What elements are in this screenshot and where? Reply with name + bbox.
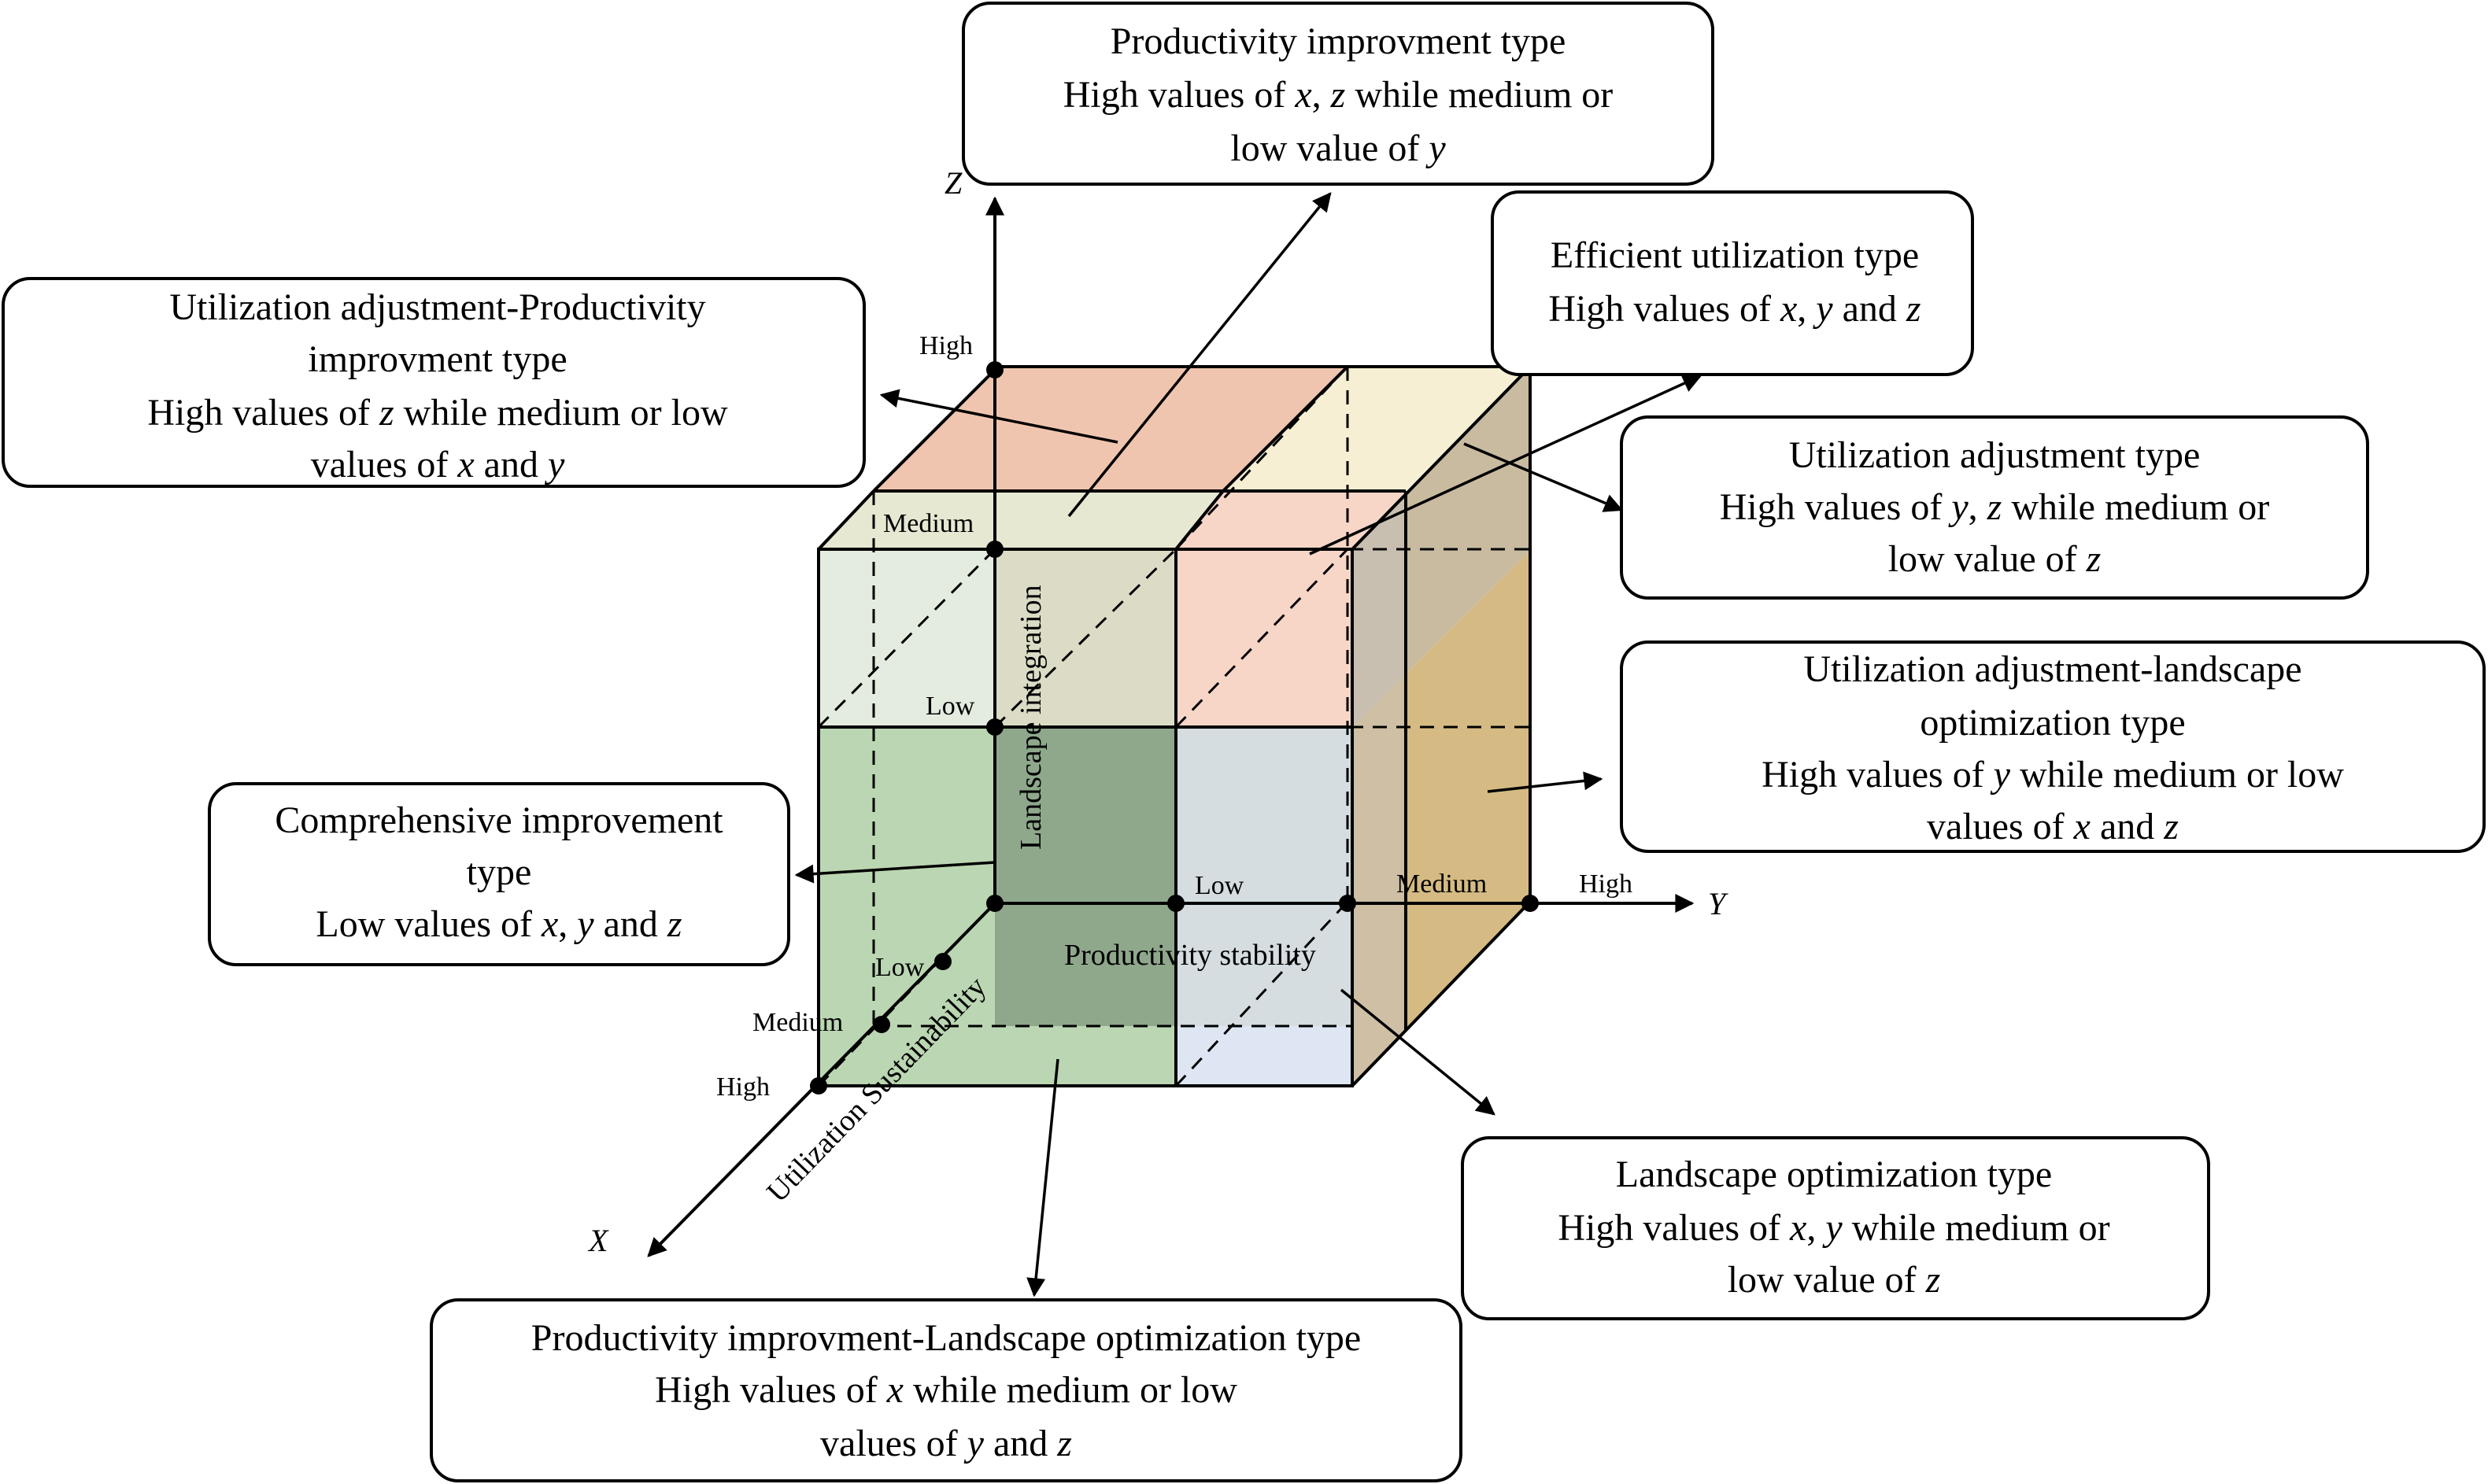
right-face-slab [1352, 491, 1406, 1086]
front-face-lower-right [1176, 727, 1352, 1026]
box-line: improvment type [308, 338, 567, 380]
z-medium-point [986, 541, 1004, 558]
x-high-point [810, 1077, 827, 1095]
top-face-back-right [1223, 367, 1530, 491]
cube [817, 365, 1532, 1087]
y-axis-name: Y [1708, 886, 1728, 921]
box-line: values of x and y [311, 444, 565, 485]
box-title: Productivity improvment-Landscape optimi… [531, 1317, 1361, 1359]
x-axis-name: X [587, 1223, 609, 1258]
arrow-util-land [1487, 771, 1603, 793]
arrow-comprehensive [794, 861, 996, 884]
front-face-lower-right-bottom [1176, 1026, 1352, 1086]
x-low-point [934, 953, 952, 970]
z-low-label: Low [926, 692, 975, 721]
box-productivity-improvement: Productivity improvment type High values… [962, 2, 1714, 186]
y-medium-point [1339, 895, 1356, 912]
y-medium-label: Medium [1396, 869, 1487, 899]
z-axis-title: Landscape integration [1015, 585, 1048, 850]
y-low-label: Low [1195, 871, 1244, 900]
axis-points [810, 361, 1539, 1095]
box-utilization-productivity: Utilization adjustment-Productivity impr… [2, 277, 866, 488]
box-title: Landscape optimization type [1616, 1154, 2052, 1195]
arrow-prod-land [1026, 1058, 1059, 1298]
top-face-back-left [874, 367, 1348, 491]
arrow-util-prod [879, 389, 1118, 444]
x-medium-label: Medium [752, 1008, 843, 1037]
box-line: High values of y while medium or low [1762, 754, 2344, 796]
box-landscape-optimization: Landscape optimization type High values … [1461, 1136, 2210, 1320]
box-line: High values of y, z while medium or [1720, 486, 2270, 528]
box-line: type [467, 851, 532, 893]
box-line: High values of z while medium or low [147, 392, 728, 434]
box-line: low value of z [1728, 1259, 1941, 1301]
box-line: High values of x, z while medium or [1063, 74, 1614, 116]
z-high-label: High [919, 331, 973, 360]
z-axis-name: Z [945, 165, 963, 201]
top-face-front-left [819, 491, 1223, 549]
box-line: High values of x while medium or low [655, 1369, 1237, 1411]
box-line: low value of y [1230, 127, 1446, 169]
leader-arrows [794, 192, 1702, 1298]
front-face-lower-left [819, 727, 995, 1086]
z-high-point [986, 361, 1004, 378]
z-low-point [986, 718, 1004, 736]
box-line: High values of x, y and z [1548, 288, 1921, 330]
box-productivity-landscape: Productivity improvment-Landscape optimi… [430, 1298, 1462, 1482]
front-face-lower-mid [995, 727, 1176, 1026]
box-line: values of x and z [1927, 806, 2179, 847]
box-title: Utilization adjustment type [1789, 434, 2201, 476]
box-line: Comprehensive improvement [275, 799, 723, 841]
box-title: Efficient utilization type [1551, 234, 1919, 276]
x-low-label: Low [875, 953, 925, 982]
box-title: Productivity improvment type [1111, 20, 1566, 62]
box-line: Utilization adjustment-Productivity [169, 286, 705, 328]
y-axis-title: Productivity stability [1064, 939, 1316, 972]
box-line: High values of x, y while medium or [1558, 1207, 2109, 1249]
arrow-efficient [1309, 375, 1702, 556]
arrow-landscape [1340, 988, 1495, 1116]
x-medium-point [873, 1016, 890, 1033]
y-low-point [1167, 895, 1185, 912]
z-medium-label: Medium [883, 509, 974, 538]
box-line: Utilization adjustment-landscape [1803, 648, 2301, 690]
front-face-lower-mid-bottom [995, 1026, 1176, 1086]
box-line: Low values of x, y and z [316, 903, 682, 945]
x-high-label: High [716, 1072, 770, 1102]
box-line: low value of z [1888, 538, 2102, 580]
box-comprehensive-improvement: Comprehensive improvement type Low value… [208, 782, 790, 966]
box-utilization-landscape: Utilization adjustment-landscape optimiz… [1620, 640, 2486, 853]
y-high-point [1521, 895, 1539, 912]
box-utilization-adjustment: Utilization adjustment type High values … [1620, 415, 2369, 600]
y-high-label: High [1579, 869, 1632, 899]
box-efficient-utilization: Efficient utilization type High values o… [1491, 190, 1974, 376]
arrow-productivity [1067, 192, 1332, 518]
arrow-util-adj [1463, 442, 1624, 512]
box-line: values of y and z [820, 1423, 1072, 1464]
box-line: optimization type [1920, 702, 2185, 744]
origin-point [986, 895, 1004, 912]
front-face-upper-right [1176, 549, 1352, 727]
